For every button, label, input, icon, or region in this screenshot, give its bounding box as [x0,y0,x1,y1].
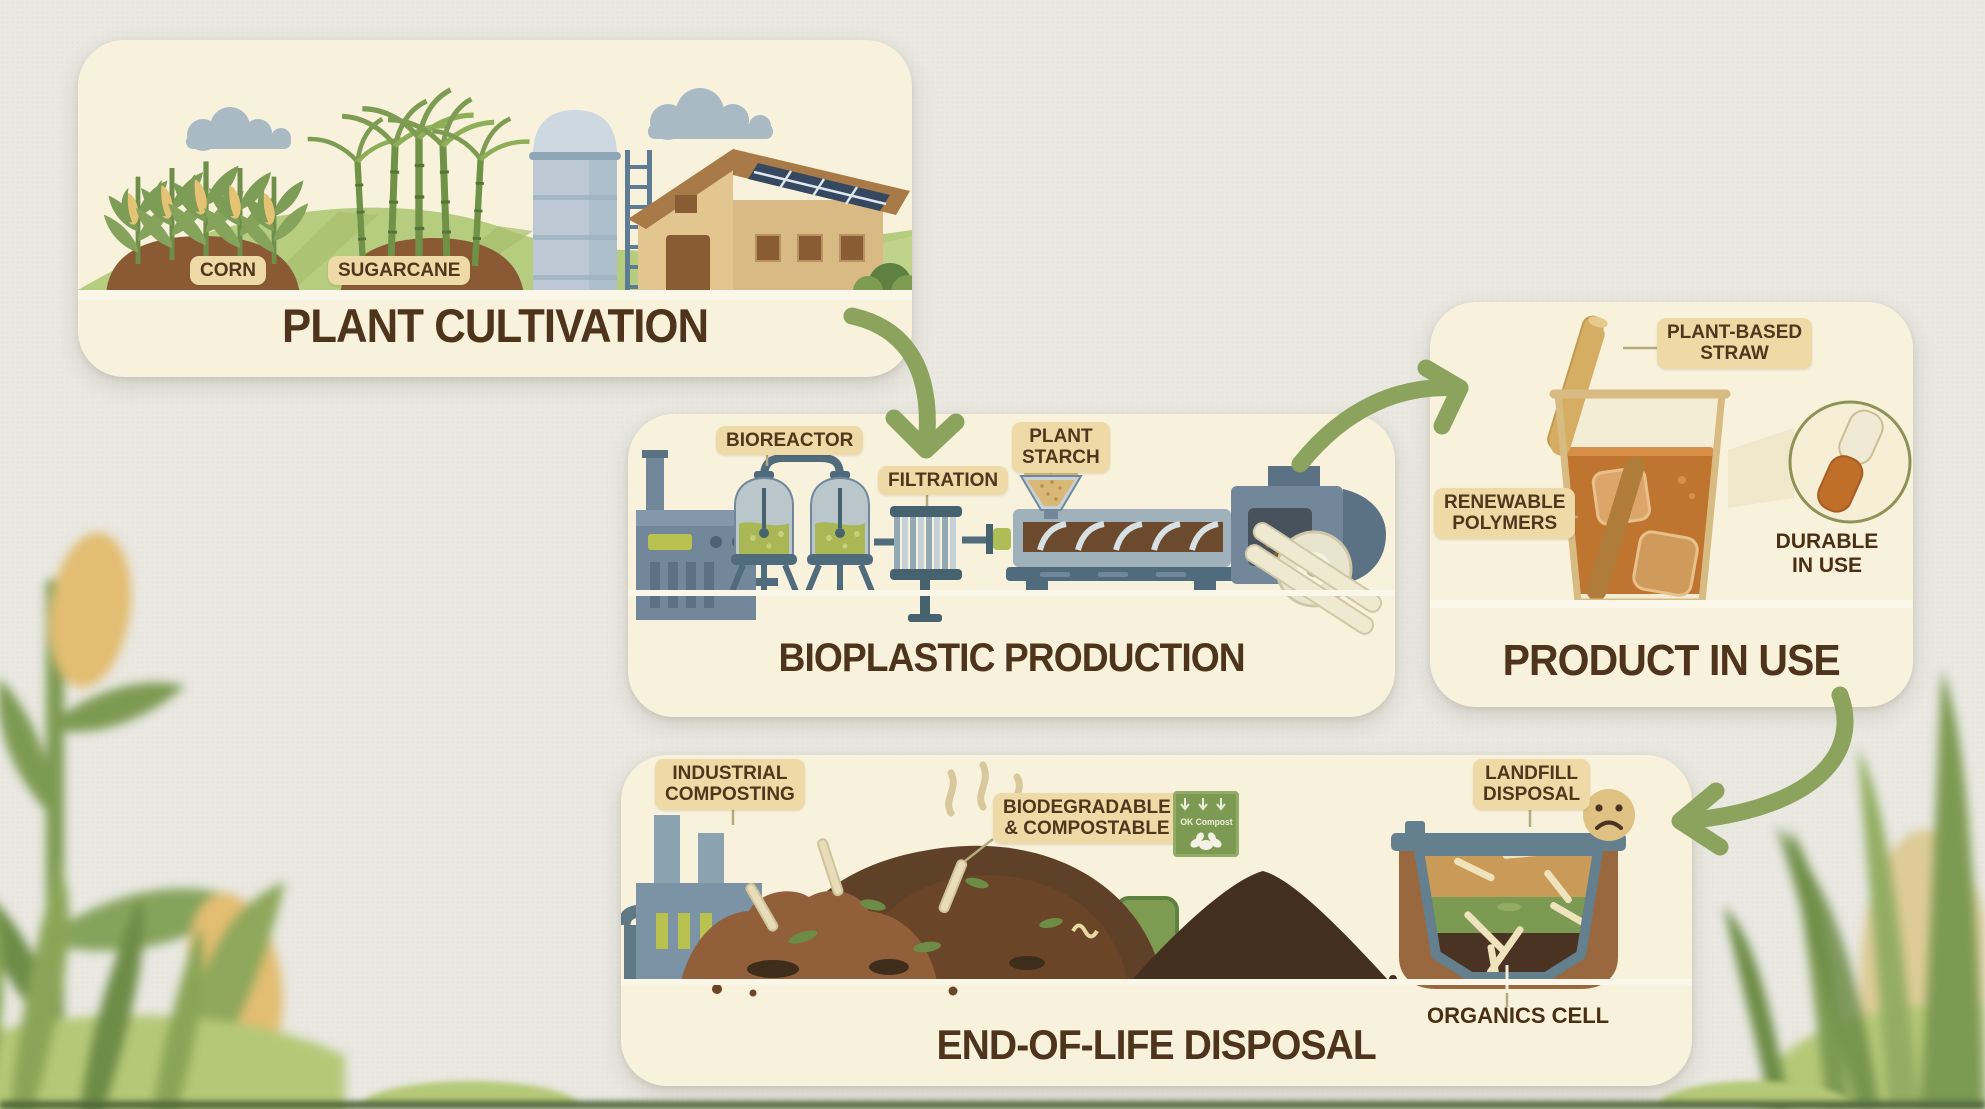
corn-tag-label: CORN [200,260,256,281]
farm-illustration [78,40,912,300]
bioreactor-tank-illustration [807,471,873,594]
stage-title-product-in-use: PRODUCT IN USE [1502,636,1841,685]
stage-card-plant-cultivation: CORN SUGARCANE PLANT CULTIVATION [78,40,912,377]
sugarcane-tag-label: SUGARCANE [338,260,461,281]
flow-arrow-3 [1671,686,1854,856]
silo-illustration [529,110,652,300]
cloud-icon [648,88,773,140]
straw-output-illustration [1244,522,1383,635]
landfill-tag-line: DISPOSAL [1483,784,1581,806]
cloud-icon [186,107,291,151]
compost-arrows-icon [1180,798,1226,811]
landfill-tag-line: LANDFILL [1485,763,1578,784]
corn-tag: CORN [190,256,266,286]
renewable-polymers-tag: RENEWABLE POLYMERS [1434,488,1576,539]
ok-compost-badge-label: OK Compost [1179,817,1233,827]
stage-card-bioplastic-production: BIOREACTOR FILTRATION PLANT STARCH BIOPL… [628,414,1395,717]
stage-card-product-in-use: PLANT-BASED STRAW RENEWABLE POLYMERS DUR… [1430,302,1913,707]
biodegradable-tag-line: & COMPOSTABLE [1004,818,1170,840]
durable-in-use-label: DURABLE IN USE [1775,530,1879,578]
plant-based-straw-tag-line: STRAW [1700,343,1769,365]
bioreactor-tag: BIOREACTOR [716,426,864,456]
plant-based-straw-tag-line: PLANT-BASED [1667,322,1803,343]
bioplastic-factory-illustration [628,450,1395,635]
disposal-illustration [621,761,1692,1007]
bioreactor-tank-illustration [731,471,797,594]
biodegradable-tag-line: BIODEGRADABLE [1003,797,1171,818]
sad-face-icon [1583,789,1635,841]
magnifier-lens [1788,400,1912,524]
glass-illustration [1547,315,1731,606]
compost-flower-icon [1190,832,1222,850]
biodegradable-compostable-tag: BIODEGRADABLE & COMPOSTABLE [993,793,1181,844]
extruder-illustration [1006,465,1386,635]
plant-starch-tag-line: PLANT [1029,426,1093,447]
plant-starch-tag-line: STARCH [1022,447,1100,469]
renewable-polymers-tag-line: POLYMERS [1452,513,1558,535]
ok-compost-badge: OK Compost [1173,791,1239,857]
organics-cell-label: ORGANICS CELL [1427,1003,1610,1028]
industrial-composting-tag-line: INDUSTRIAL [672,763,788,784]
filtration-tag-label: FILTRATION [888,470,999,491]
stage-card-end-of-life-disposal: INDUSTRIAL COMPOSTING BIODEGRADABLE & CO… [621,755,1692,1086]
landfill-disposal-tag: LANDFILL DISPOSAL [1473,759,1591,810]
corn-plant-decor-left [0,532,345,1109]
industrial-composting-tag-line: COMPOSTING [665,784,795,806]
stage-title-plant-cultivation: PLANT CULTIVATION [281,299,709,352]
industrial-composting-tag: INDUSTRIAL COMPOSTING [655,759,805,810]
landfill-cell-illustration [1391,821,1626,993]
drink-with-straw-illustration [1430,315,1913,608]
bioreactor-tag-label: BIOREACTOR [726,430,854,451]
sugarcane-tag: SUGARCANE [328,256,471,286]
compost-pile-illustration [681,838,1163,997]
stage-title-bioplastic-production: BIOPLASTIC PRODUCTION [778,636,1245,680]
stage-title-end-of-life-disposal: END-OF-LIFE DISPOSAL [936,1021,1377,1068]
plant-starch-tag: PLANT STARCH [1012,422,1110,473]
renewable-polymers-tag-line: RENEWABLE [1444,492,1566,513]
filtration-unit-illustration [890,506,962,622]
filtration-tag: FILTRATION [878,466,1009,496]
plant-based-straw-tag: PLANT-BASED STRAW [1657,318,1813,369]
barn-illustration [628,149,912,300]
